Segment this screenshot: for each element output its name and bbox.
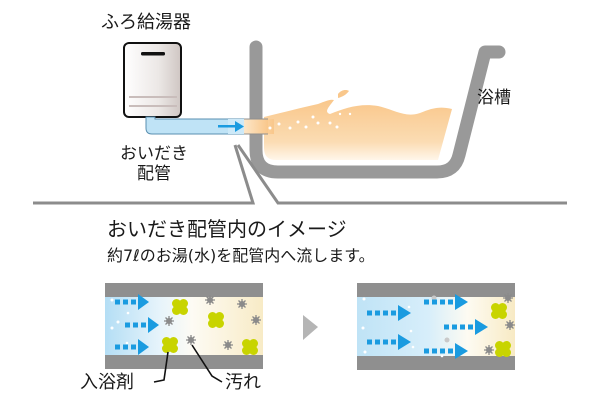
reheat-pipe-label: おいだき 配管 [120, 144, 188, 184]
water-heater-icon [123, 42, 182, 118]
dirt-icon [163, 315, 175, 327]
pipe-cross-section-before [105, 283, 263, 369]
diagram-subtitle: 約7ℓのお湯(水)を配管内へ流します。 [107, 246, 375, 265]
flow-arrow-icon [218, 121, 244, 132]
diagram-title: おいだき配管内のイメージ [107, 217, 347, 241]
dirt-label: 汚れ [225, 372, 261, 393]
leader-lines [153, 344, 223, 383]
bath-agent-icon [172, 299, 188, 315]
bath-agent-icon [491, 303, 507, 319]
bath-agent-icon [162, 337, 178, 353]
dirt-icon [502, 292, 514, 304]
dirt-icon [222, 339, 234, 351]
step-triangle-icon [303, 315, 318, 340]
dirt-icon [250, 314, 262, 326]
bathtub-icon [244, 40, 506, 179]
bath-agent-icon [242, 339, 258, 355]
reheat-pipe-label-line2: 配管 [137, 164, 171, 184]
pipe-cross-section-after [357, 283, 516, 370]
dirt-icon [504, 319, 516, 331]
bathtub-label: 浴槽 [477, 88, 511, 108]
dirt-icon [483, 344, 495, 356]
bath-agent-icon [208, 312, 224, 328]
reheat-pipe-label-line1: おいだき [120, 144, 188, 164]
bath-agent-icon [495, 341, 511, 357]
dirt-icon [236, 298, 248, 310]
heater-label: ふろ給湯器 [101, 12, 191, 33]
dirt-icon [204, 294, 216, 306]
bath-agent-label: 入浴剤 [80, 372, 134, 393]
dirt-icon [185, 334, 197, 346]
callout-line [33, 144, 567, 205]
